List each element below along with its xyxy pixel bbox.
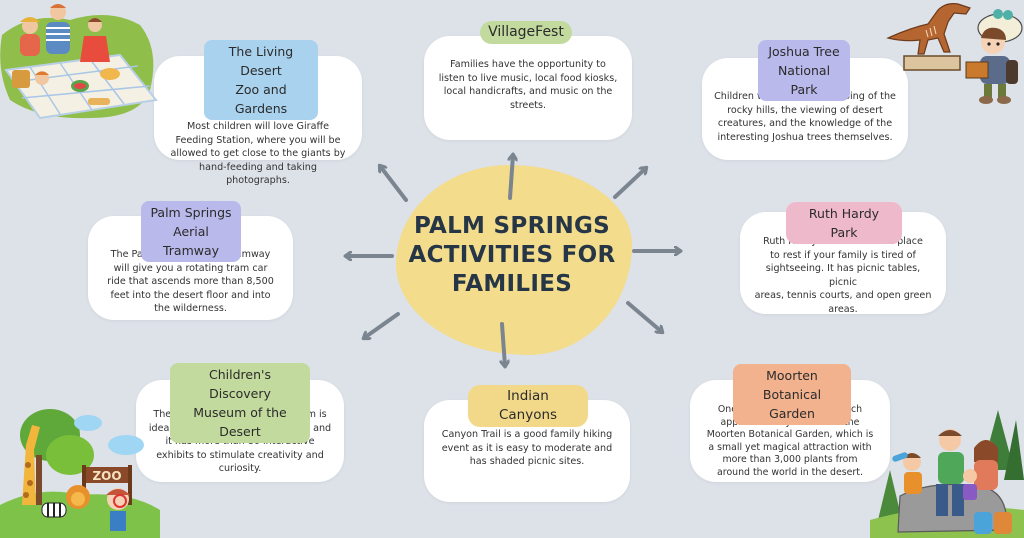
label-villagefest: VillageFest [480, 21, 572, 44]
label-living-desert: The Living Desert Zoo and Gardens [204, 40, 318, 120]
zoo-animals-illustration: ZOO [0, 409, 160, 538]
family-hiking-illustration [870, 410, 1024, 538]
label-aerial-tramway: Palm Springs Aerial Tramway [141, 201, 241, 262]
label-discovery-museum: Children's Discovery Museum of the Deser… [170, 363, 310, 443]
arrow-to-joshua-tree [613, 168, 646, 199]
title-line-1: PALM SPRINGS [413, 213, 611, 239]
family-picnic-illustration [0, 4, 158, 120]
label-moorten: Moorten Botanical Garden [733, 364, 851, 425]
arrow-to-moorten [626, 301, 662, 332]
center-blob [396, 165, 632, 355]
label-ruth-hardy: Ruth Hardy Park [786, 202, 902, 244]
card-text: Most children will love Giraffe Feeding … [170, 121, 346, 186]
arrow-to-villagefest [510, 155, 513, 200]
dinosaur-explorer-illustration [886, 3, 1023, 104]
page-title: PALM SPRINGS ACTIVITIES FOR FAMILIES [392, 212, 632, 299]
label-joshua-tree: Joshua Tree National Park [758, 40, 850, 101]
zoo-sign-text: ZOO [92, 469, 121, 483]
card-text: Canyon Trail is a good family hiking eve… [441, 429, 613, 467]
label-indian-canyons: Indian Canyons [468, 385, 588, 427]
title-line-2: ACTIVITIES FOR [408, 242, 616, 268]
card-villagefest: Families have the opportunity to listen … [424, 36, 632, 140]
arrow-to-discovery-museum [364, 312, 400, 338]
title-line-3: FAMILIES [451, 271, 573, 297]
arrow-to-living-desert [380, 166, 408, 202]
card-text: Families have the opportunity to listen … [438, 59, 618, 111]
arrow-to-indian-canyons [502, 322, 505, 366]
